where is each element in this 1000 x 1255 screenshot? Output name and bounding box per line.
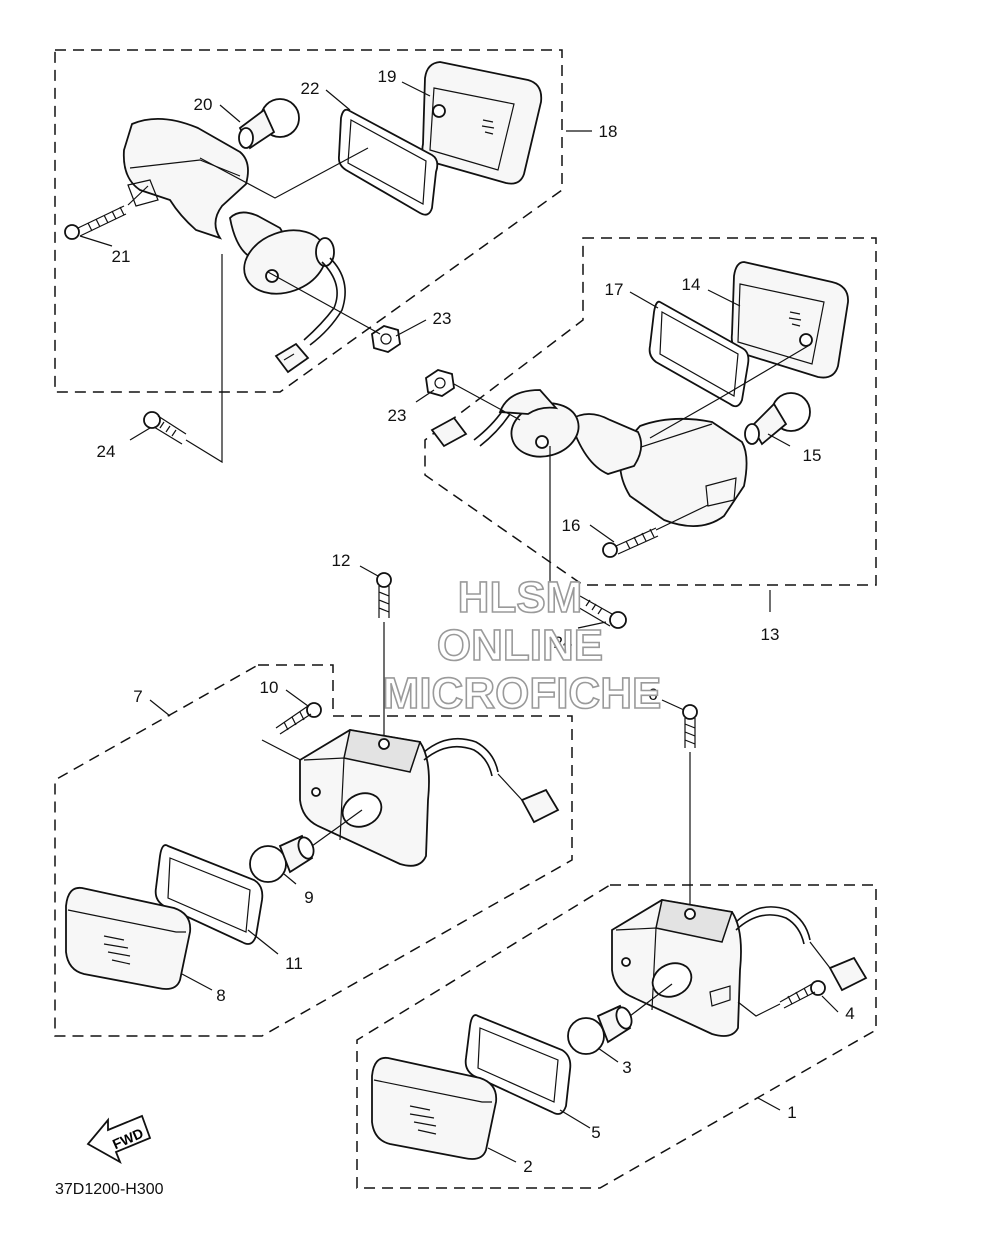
- callout-16: 16: [562, 516, 581, 535]
- callout-20: 20: [194, 95, 213, 114]
- bulb-9: [249, 809, 363, 883]
- callout-14: 14: [682, 275, 701, 294]
- callout-19: 19: [378, 67, 397, 86]
- bulb-15: [744, 392, 811, 446]
- wire-connector-13: [430, 409, 511, 448]
- lens-8: [65, 886, 192, 990]
- callout-22: 22: [301, 79, 320, 98]
- assembly-13-front-right-turn-signal: [424, 237, 877, 629]
- callout-5: 5: [591, 1123, 600, 1142]
- callout-17: 17: [605, 280, 624, 299]
- housing-1: [611, 899, 868, 1037]
- callout-13: 13: [761, 625, 780, 644]
- callout-18: 18: [599, 122, 618, 141]
- callout-6: 6: [648, 685, 657, 704]
- callout-9: 9: [304, 888, 313, 907]
- assembly-18-front-left-turn-signal: [54, 49, 563, 464]
- lens-14: [730, 261, 849, 379]
- watermark-line-3: MICROFICHE: [383, 669, 662, 718]
- bulb-20: [238, 98, 300, 150]
- gasket-17: [648, 300, 750, 408]
- callout-1: 1: [787, 1103, 796, 1122]
- gasket-5: [464, 1014, 572, 1115]
- callout-8: 8: [216, 986, 225, 1005]
- nut-23b: [425, 369, 455, 397]
- bolt-24b: [575, 595, 627, 629]
- callout-7: 7: [133, 687, 142, 706]
- diagram-code: 37D1200-H300: [55, 1181, 164, 1198]
- callout-leaders: [79, 81, 839, 1163]
- assembly-1-rear-right-turn-signal: [356, 704, 877, 1189]
- callout-23-mid: 23: [388, 406, 407, 425]
- callout-2: 2: [523, 1157, 532, 1176]
- callout-12: 12: [332, 551, 351, 570]
- callout-10: 10: [260, 678, 279, 697]
- screw-10: [261, 702, 322, 771]
- callout-4: 4: [845, 1004, 854, 1023]
- bulb-3: [567, 983, 673, 1055]
- screw-6: [682, 704, 698, 910]
- screw-12: [376, 572, 392, 740]
- callout-3: 3: [622, 1058, 631, 1077]
- housing-13: [498, 389, 748, 528]
- watermark-line-1: HLSM: [458, 573, 583, 622]
- assembly-7-rear-left-turn-signal: [54, 572, 573, 1037]
- watermark-line-2: ONLINE: [437, 621, 603, 670]
- callout-24-mid: 24: [554, 633, 573, 652]
- callout-23-top: 23: [433, 309, 452, 328]
- housing-7: [299, 729, 560, 867]
- callout-15: 15: [803, 446, 822, 465]
- bolt-24: [143, 411, 187, 445]
- gasket-11: [154, 844, 264, 945]
- callout-11: 11: [285, 954, 303, 973]
- fwd-arrow-icon: FWD: [86, 1114, 152, 1165]
- nut-23: [371, 325, 401, 353]
- watermark: HLSM ONLINE MICROFICHE: [382, 572, 662, 719]
- screw-4: [737, 980, 826, 1017]
- lens-19: [421, 61, 543, 185]
- lens-2: [371, 1056, 498, 1160]
- callout-labels: 20 19 22 18 21 23 24 14 17 15 23 16 24 1…: [97, 67, 855, 1176]
- callout-21: 21: [112, 247, 131, 266]
- screw-21: [64, 185, 149, 240]
- callout-24-top: 24: [97, 442, 116, 461]
- gasket-22: [337, 108, 439, 216]
- screw-16: [602, 504, 709, 558]
- housing-18: [122, 117, 335, 295]
